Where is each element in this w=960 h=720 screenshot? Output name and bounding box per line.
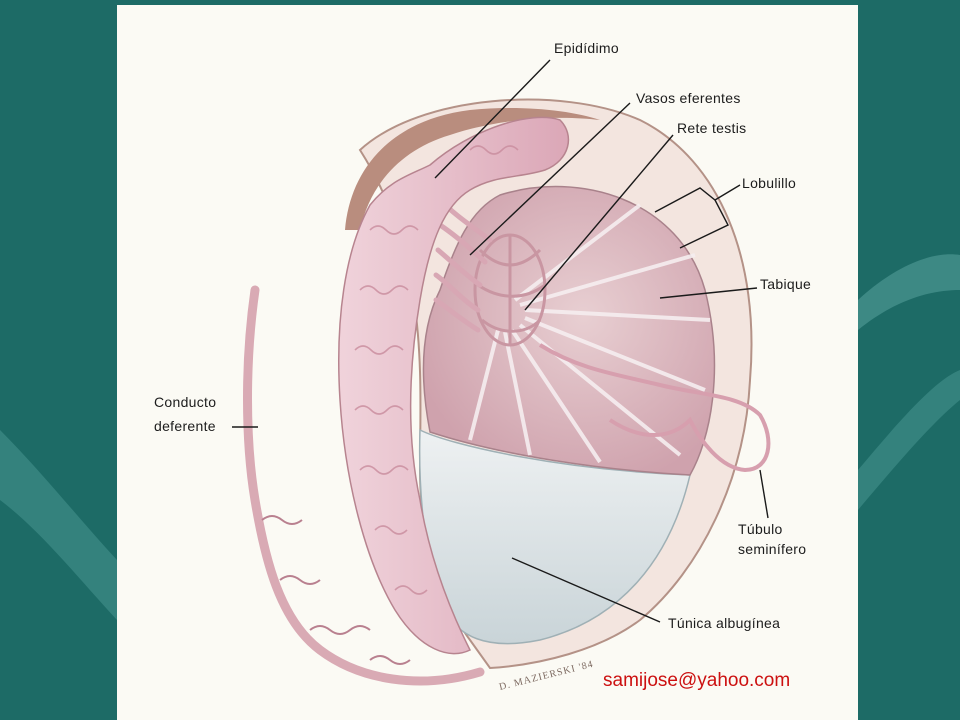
watermark-email: samijose@yahoo.com (603, 670, 791, 691)
vas-deferens-coils (261, 515, 411, 665)
label-lobulillo: Lobulillo (742, 175, 797, 191)
testis-anatomy-diagram: D. MAZIERSKI '84 (232, 59, 771, 693)
septa (468, 203, 711, 464)
seminiferous-tubule (538, 343, 771, 473)
right-wave-bottom (858, 370, 960, 510)
leader-epididimo (434, 59, 551, 179)
label-rete-testis: Rete testis (677, 120, 747, 136)
leader-tabique (659, 287, 758, 299)
label-conducto-line2: deferente (154, 418, 216, 434)
illustration-panel: D. MAZIERSKI '84 (117, 5, 858, 720)
leader-tubulo (759, 469, 769, 519)
leader-vasos (469, 102, 631, 256)
epididymis (338, 116, 570, 655)
label-conducto-line1: Conducto (154, 394, 217, 410)
leader-lines (232, 59, 769, 623)
label-tubulo-line2: seminífero (738, 541, 807, 557)
vas-deferens (243, 285, 485, 686)
epididymis-coils (354, 145, 519, 595)
label-vasos-eferentes: Vasos eferentes (636, 90, 741, 106)
leader-rete (524, 134, 674, 311)
efferent-ducts (433, 197, 493, 333)
right-wave-top (858, 254, 960, 330)
left-wave (0, 430, 117, 620)
label-tunica-albuginea: Túnica albugínea (668, 615, 781, 631)
testis-lobules (422, 185, 716, 476)
label-tabique: Tabique (760, 276, 812, 292)
leader-lobulillo-b (679, 199, 729, 249)
label-epididimo: Epidídimo (554, 40, 619, 56)
capsule-rim (345, 108, 600, 230)
label-tubulo-line1: Túbulo (738, 521, 783, 537)
rete-testis-network (473, 233, 547, 347)
leader-tunica (511, 557, 661, 623)
leader-lobulillo-a (654, 184, 741, 213)
